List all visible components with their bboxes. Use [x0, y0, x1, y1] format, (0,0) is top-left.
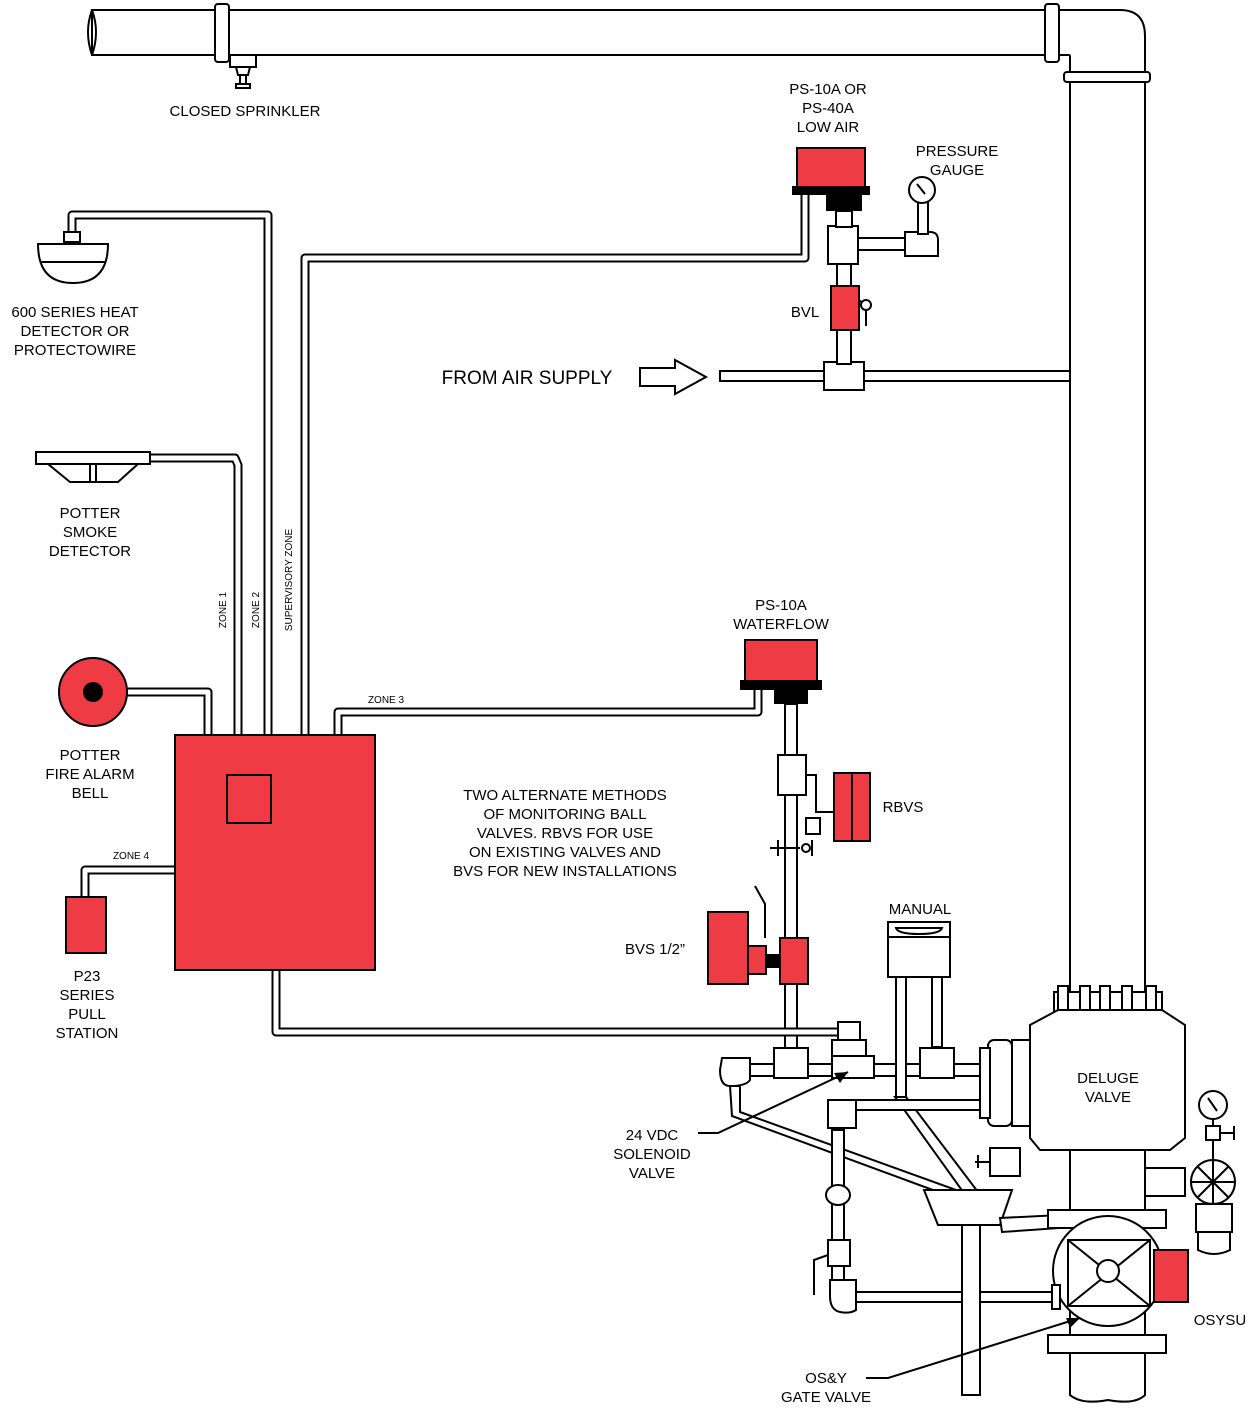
smoke-detector-label: POTTER SMOKE DETECTOR [49, 505, 131, 560]
svg-text:WATERFLOW: WATERFLOW [733, 616, 830, 633]
bvl-label: BVL [791, 304, 819, 321]
svg-text:DETECTOR: DETECTOR [49, 543, 131, 560]
svg-text:GAUGE: GAUGE [930, 162, 984, 179]
pull-station-icon [65, 896, 107, 954]
osysu-switch-icon [1153, 1249, 1189, 1303]
svg-text:LOW AIR: LOW AIR [797, 119, 860, 136]
note-text: TWO ALTERNATE METHODS OF MONITORING BALL… [453, 787, 677, 880]
svg-text:OF MONITORING BALL: OF MONITORING BALL [483, 806, 646, 823]
zone2-label: ZONE 2 [251, 592, 262, 629]
svg-text:POTTER: POTTER [60, 747, 121, 764]
deluge-valve-icon [979, 1009, 1236, 1255]
svg-text:PS-10A: PS-10A [755, 597, 807, 614]
svg-text:BVS FOR NEW INSTALLATIONS: BVS FOR NEW INSTALLATIONS [453, 863, 677, 880]
heat-detector-icon [36, 231, 110, 285]
solenoid-valve-label: 24 VDC SOLENOID VALVE [613, 1127, 691, 1182]
waterflow-label: PS-10A WATERFLOW [733, 597, 830, 633]
svg-text:STATION: STATION [56, 1025, 119, 1042]
svg-text:VALVES. RBVS FOR USE: VALVES. RBVS FOR USE [477, 825, 653, 842]
low-air-label: PS-10A OR PS-40A LOW AIR [789, 81, 867, 136]
pressure-gauge-label: PRESSURE GAUGE [916, 143, 999, 179]
supervisory-zone-label: SUPERVISORY ZONE [284, 529, 295, 632]
manual-label: MANUAL [889, 901, 952, 918]
ball-valve-icon [830, 285, 872, 331]
svg-text:PS-40A: PS-40A [802, 100, 854, 117]
pressure-switch-icon [792, 147, 870, 228]
ball-valve-icon [707, 885, 809, 985]
svg-text:BELL: BELL [72, 785, 109, 802]
svg-text:PROTECTOWIRE: PROTECTOWIRE [14, 342, 136, 359]
svg-text:SOLENOID: SOLENOID [613, 1146, 691, 1163]
manual-release-icon [887, 921, 951, 978]
deluge-valve-label: DELUGE VALVE [1077, 1070, 1139, 1106]
svg-text:DELUGE: DELUGE [1077, 1070, 1139, 1087]
bvs-label: BVS 1/2” [625, 941, 685, 958]
svg-text:PS-10A OR: PS-10A OR [789, 81, 867, 98]
svg-text:PRESSURE: PRESSURE [916, 143, 999, 160]
air-supply-label: FROM AIR SUPPLY [442, 368, 613, 389]
leader-lines [698, 1071, 1081, 1379]
zone3-label: ZONE 3 [368, 695, 405, 706]
pressure-switch-icon [740, 639, 822, 704]
svg-text:SMOKE: SMOKE [63, 524, 117, 541]
closed-sprinkler-label: CLOSED SPRINKLER [170, 103, 321, 120]
sprinkler-head-icon [229, 54, 257, 89]
zone4-label: ZONE 4 [113, 851, 150, 862]
svg-text:24 VDC: 24 VDC [626, 1127, 679, 1144]
svg-text:TWO ALTERNATE METHODS: TWO ALTERNATE METHODS [463, 787, 667, 804]
zone1-label: ZONE 1 [218, 592, 229, 629]
air-supply-line [719, 199, 1071, 391]
svg-text:VALVE: VALVE [1085, 1089, 1131, 1106]
pressure-gauge-icon [908, 176, 936, 204]
smoke-detector-icon [35, 451, 151, 483]
svg-text:OS&Y: OS&Y [805, 1370, 847, 1387]
svg-text:POTTER: POTTER [60, 505, 121, 522]
fire-alarm-bell-icon [58, 657, 128, 727]
svg-text:FIRE ALARM: FIRE ALARM [45, 766, 134, 783]
svg-text:ON EXISTING VALVES AND: ON EXISTING VALVES AND [469, 844, 661, 861]
arrow-right-icon [639, 358, 709, 396]
heat-detector-label: 600 SERIES HEAT DETECTOR OR PROTECTOWIRE [11, 304, 138, 359]
svg-text:DETECTOR OR: DETECTOR OR [21, 323, 130, 340]
fire-alarm-bell-label: POTTER FIRE ALARM BELL [45, 747, 134, 802]
rbvs-label: RBVS [883, 799, 924, 816]
svg-text:P23: P23 [74, 968, 101, 985]
control-panel-icon [174, 734, 376, 971]
pull-station-label: P23 SERIES PULL STATION [56, 968, 119, 1042]
field-wiring [67, 190, 843, 1037]
solenoid-valve-icon [831, 1021, 875, 1079]
svg-text:GATE VALVE: GATE VALVE [781, 1389, 871, 1406]
gate-valve-label: OS&Y GATE VALVE [781, 1370, 871, 1406]
svg-text:600 SERIES HEAT: 600 SERIES HEAT [11, 304, 138, 321]
osysu-label: OSYSU [1194, 1312, 1247, 1329]
ball-valve-icon [770, 772, 871, 856]
gate-valve-icon [1047, 1209, 1167, 1354]
svg-text:SERIES: SERIES [59, 987, 114, 1004]
svg-text:VALVE: VALVE [629, 1165, 675, 1182]
svg-text:PULL: PULL [68, 1006, 106, 1023]
